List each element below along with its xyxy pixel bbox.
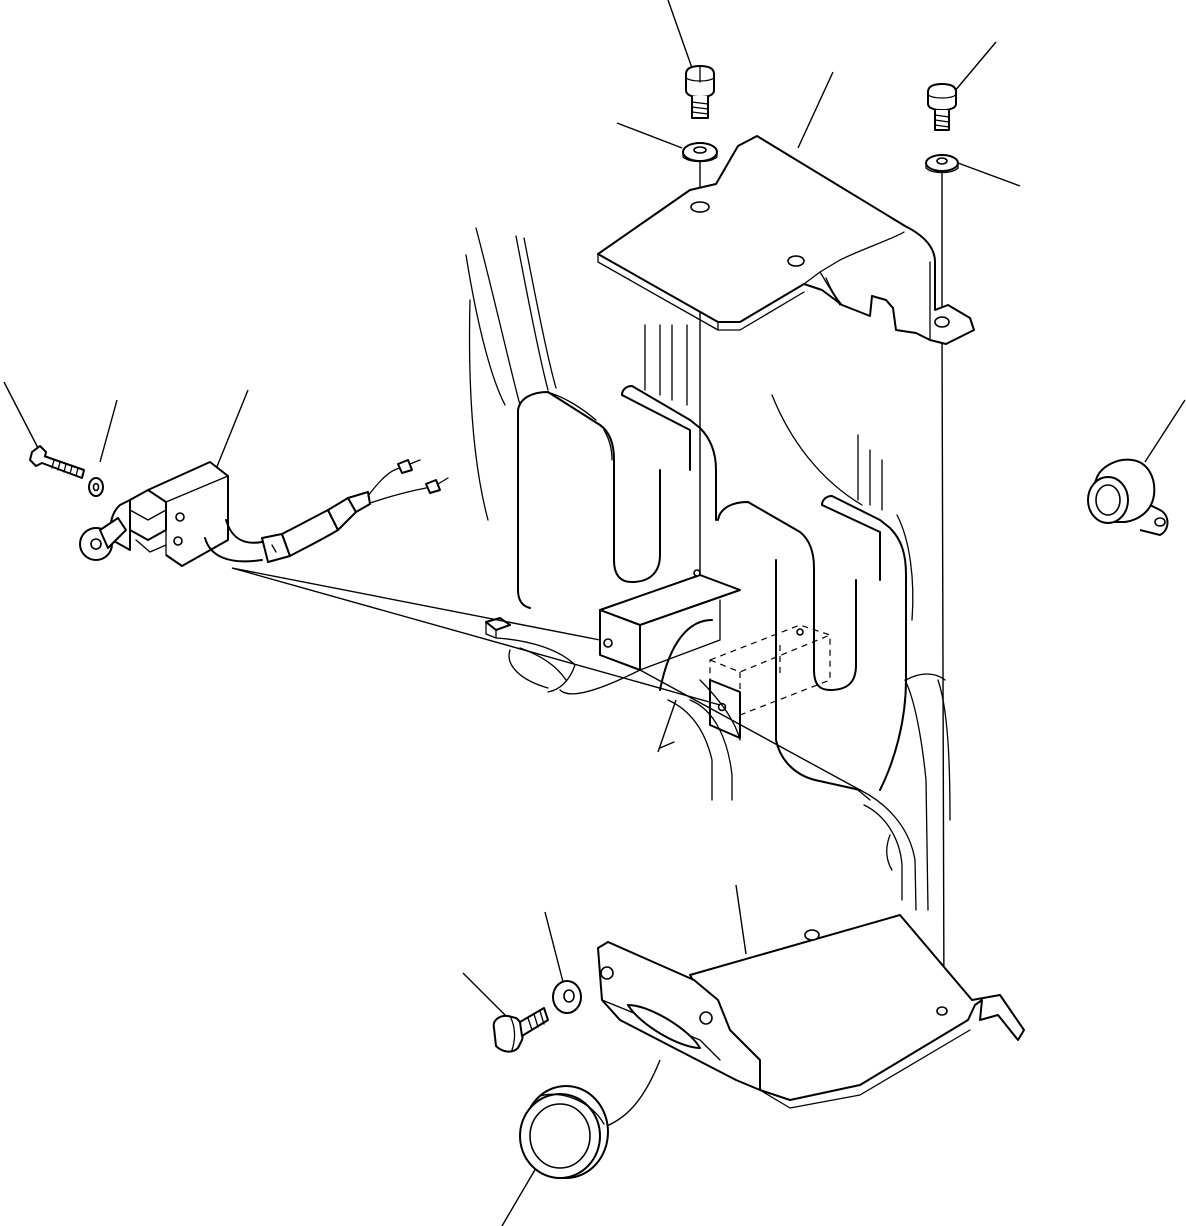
bolt-lower — [492, 1007, 549, 1053]
leader-lines — [3, 0, 1186, 1226]
washer-left — [88, 477, 104, 497]
bolt-left — [29, 445, 85, 479]
bolt-top-left — [685, 65, 715, 119]
lower-bracket — [597, 914, 1025, 1109]
washer-top-left — [682, 142, 718, 163]
washer-lower — [552, 980, 582, 1014]
switch-harness — [204, 459, 449, 563]
clamp-right — [1087, 458, 1169, 536]
washer-top-right — [925, 154, 959, 174]
grommet-lower — [519, 1085, 609, 1179]
limit-switch — [79, 461, 229, 567]
frame-structure — [465, 227, 951, 911]
upper-bracket — [597, 135, 975, 345]
bolt-top-right — [927, 83, 957, 131]
